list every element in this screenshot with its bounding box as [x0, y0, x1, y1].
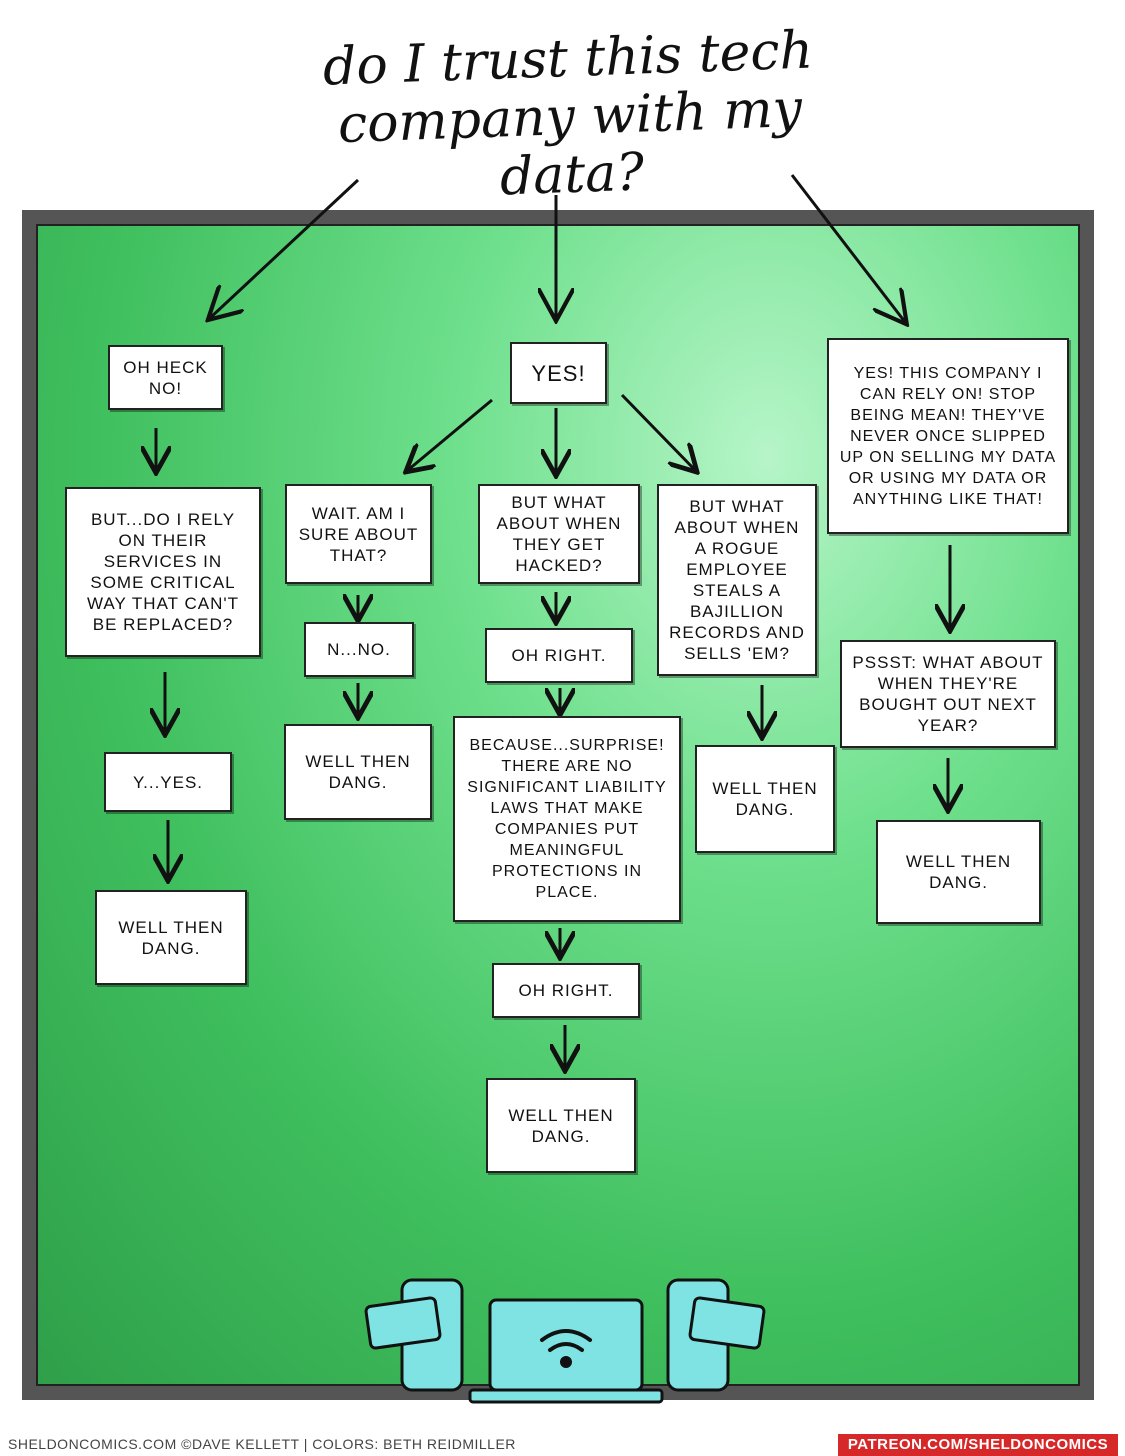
- box-but-do-i-rely: BUT...DO I RELY ON THEIR SERVICES IN SOM…: [65, 487, 261, 657]
- devices-illustration: [364, 1278, 766, 1404]
- box-yes-this-company: YES! THIS COMPANY I CAN RELY ON! STOP BE…: [827, 338, 1069, 534]
- box-because: BECAUSE...SURPRISE! THERE ARE NO SIGNIFI…: [453, 716, 681, 922]
- credit-card-left-icon: [364, 1296, 442, 1350]
- footer-credits: SHELDONCOMICS.COM ©DAVE KELLETT | COLORS…: [8, 1436, 516, 1452]
- box-wait-sure: WAIT. AM I SURE ABOUT THAT?: [285, 484, 432, 584]
- box-n-no: N...NO.: [304, 622, 414, 677]
- box-oh-right-1: OH RIGHT.: [485, 628, 633, 683]
- box-oh-heck-no: OH HECK NO!: [108, 345, 223, 410]
- box-well-then-dang-2: WELL THEN DANG.: [284, 724, 432, 820]
- comic-title: do I trust this tech company with my dat…: [322, 20, 814, 208]
- box-oh-right-2: OH RIGHT.: [492, 963, 640, 1018]
- box-well-then-dang-5: WELL THEN DANG.: [876, 820, 1041, 924]
- box-well-then-dang-1: WELL THEN DANG.: [95, 890, 247, 985]
- patreon-link[interactable]: PATREON.COM/SHELDONCOMICS: [838, 1434, 1118, 1456]
- laptop-base-icon: [468, 1388, 664, 1404]
- box-hacked: BUT WHAT ABOUT WHEN THEY GET HACKED?: [478, 484, 640, 584]
- box-well-then-dang-3: WELL THEN DANG.: [486, 1078, 636, 1173]
- wifi-icon: [540, 1329, 592, 1368]
- box-pssst: PSSST: WHAT ABOUT WHEN THEY'RE BOUGHT OU…: [840, 640, 1056, 748]
- box-y-yes: Y...YES.: [104, 752, 232, 812]
- box-yes: YES!: [510, 342, 607, 404]
- credit-card-right-icon: [688, 1296, 766, 1350]
- box-well-then-dang-4: WELL THEN DANG.: [695, 745, 835, 853]
- box-rogue: BUT WHAT ABOUT WHEN A ROGUE EMPLOYEE STE…: [657, 484, 817, 676]
